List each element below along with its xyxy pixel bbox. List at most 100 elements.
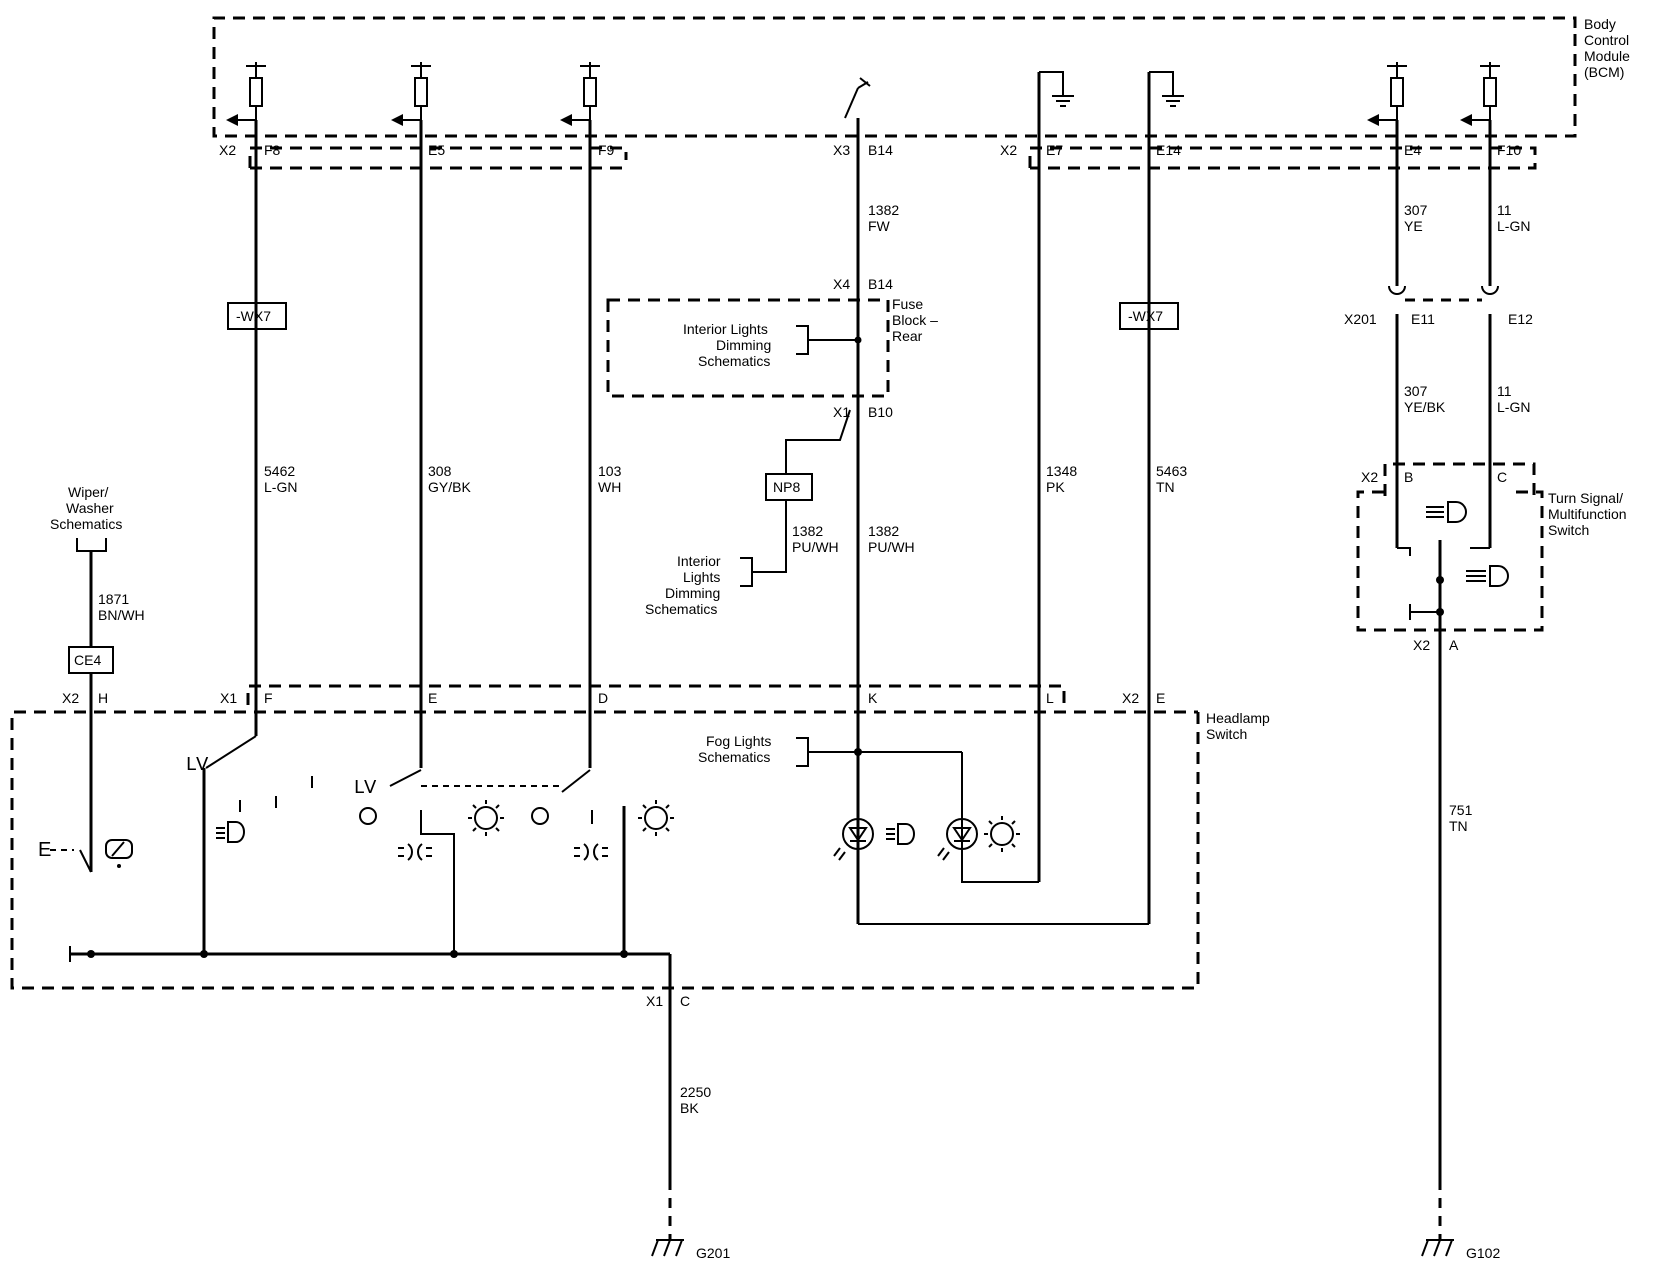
hl-pin: X2 bbox=[1122, 690, 1139, 706]
pin-label: E5 bbox=[428, 142, 445, 158]
fuse-block-label-2: Block – bbox=[892, 312, 938, 328]
wire-label: 11 bbox=[1497, 383, 1512, 399]
ref-wiper-2: Washer bbox=[66, 500, 114, 516]
option-np8: NP8 bbox=[773, 479, 800, 495]
fuse-block-label-1: Fuse bbox=[892, 296, 923, 312]
ground-label-g201: G201 bbox=[696, 1245, 730, 1261]
bcm-drivers bbox=[226, 62, 1500, 136]
bcm-module: Body Control Module (BCM) bbox=[212, 16, 1630, 170]
wire-label: WH bbox=[598, 479, 621, 495]
wire-label: L-GN bbox=[1497, 399, 1530, 415]
bcm-input-e14 bbox=[1147, 71, 1184, 136]
wiper-reference: Wiper/ Washer Schematics bbox=[50, 484, 122, 872]
option-wx7-right: -WX7 bbox=[1128, 308, 1163, 324]
ts-label-2: Multifunction bbox=[1548, 506, 1627, 522]
wires bbox=[254, 118, 1492, 924]
pin-label: E4 bbox=[1404, 142, 1421, 158]
wire-label: L-GN bbox=[1497, 218, 1530, 234]
led-indicator-2 bbox=[937, 818, 978, 861]
bcm-input-e7 bbox=[1037, 71, 1074, 136]
hl-pin: L bbox=[1046, 690, 1054, 706]
wire-label: PU/WH bbox=[868, 539, 915, 555]
wire-label: 307 bbox=[1404, 202, 1428, 218]
fuse-block-label-3: Rear bbox=[892, 328, 923, 344]
option-wx7-left: -WX7 bbox=[236, 308, 271, 324]
wire-label: 2250 bbox=[680, 1084, 711, 1100]
pin-label: F8 bbox=[264, 142, 281, 158]
wire-label: 1382 bbox=[792, 523, 823, 539]
ground-label-g102: G102 bbox=[1466, 1245, 1500, 1261]
pin-label: X2 bbox=[219, 142, 236, 158]
wire-label: L-GN bbox=[264, 479, 297, 495]
ref-fog-1: Fog Lights bbox=[706, 733, 771, 749]
ref-dimming-lower-4: Schematics bbox=[645, 601, 717, 617]
fuse-block-rear: Fuse Block – Rear X4 B14 X1 B10 Interior… bbox=[606, 276, 938, 420]
wire-label: GY/BK bbox=[428, 479, 471, 495]
wire-label: 307 bbox=[1404, 383, 1428, 399]
pin-label: X2 bbox=[1000, 142, 1017, 158]
hl-pin: X1 bbox=[646, 993, 663, 1009]
ground-g102: G102 bbox=[1421, 1180, 1500, 1261]
led-indicator-1 bbox=[833, 818, 874, 861]
headlamp-label-2: Switch bbox=[1206, 726, 1247, 742]
ts-label-1: Turn Signal/ bbox=[1548, 490, 1623, 506]
ts-pin: B bbox=[1404, 469, 1413, 485]
hl-pin: F bbox=[264, 690, 273, 706]
hl-pin: D bbox=[598, 690, 608, 706]
pin-label: E7 bbox=[1046, 142, 1063, 158]
ts-label-3: Switch bbox=[1548, 522, 1589, 538]
wire-label: YE/BK bbox=[1404, 399, 1446, 415]
wire-label: 5462 bbox=[264, 463, 295, 479]
wire-label: YE bbox=[1404, 218, 1423, 234]
bcm-pin-labels: X2 F8 E5 F9 X3 B14 X2 E7 E14 E4 F10 bbox=[219, 142, 1521, 158]
ts-pin: A bbox=[1449, 637, 1459, 653]
hl-pin: E bbox=[428, 690, 437, 706]
wire-label: 751 bbox=[1449, 802, 1473, 818]
wire-labels: 1382 FW 307 YE 11 L-GN 307 YE/BK 11 L-GN… bbox=[98, 202, 1530, 1116]
wire-label: 1871 bbox=[98, 591, 129, 607]
hl-pin: E bbox=[1156, 690, 1165, 706]
fuse-pin: B10 bbox=[868, 404, 893, 420]
wire-label: 1348 bbox=[1046, 463, 1077, 479]
ref-dimming-upper-2: Dimming bbox=[716, 337, 771, 353]
ts-pin: E12 bbox=[1508, 311, 1533, 327]
ref-wiper-1: Wiper/ bbox=[68, 484, 109, 500]
bcm-label-1: Body bbox=[1584, 16, 1616, 32]
bcm-label-2: Control bbox=[1584, 32, 1629, 48]
driver-f10 bbox=[1460, 62, 1500, 126]
ts-pin: C bbox=[1497, 469, 1507, 485]
ts-pin: X201 bbox=[1344, 311, 1377, 327]
parking-lamp-icon-2 bbox=[574, 843, 608, 861]
headlamp-switch: Headlamp Switch X2 H X1 F E D K L X2 E X… bbox=[10, 684, 1270, 1009]
ref-dimming-upper-1: Interior Lights bbox=[683, 321, 768, 337]
wire-label: BN/WH bbox=[98, 607, 145, 623]
wire-label: PU/WH bbox=[792, 539, 839, 555]
dash-light-icon bbox=[468, 800, 504, 836]
ts-pin: X2 bbox=[1361, 469, 1378, 485]
pin-label: E14 bbox=[1156, 142, 1181, 158]
driver-f9 bbox=[560, 62, 600, 126]
ref-dimming-lower-2: Lights bbox=[683, 569, 720, 585]
switch-symbol: ᒪᐯ bbox=[354, 777, 377, 797]
wiper-icon bbox=[105, 839, 133, 868]
fog-light-icon bbox=[984, 816, 1020, 852]
option-ce4: CE4 bbox=[74, 652, 101, 668]
wire-label: TN bbox=[1449, 818, 1468, 834]
ground-g201: G201 bbox=[651, 954, 730, 1261]
dash-light-icon-2 bbox=[638, 800, 674, 836]
driver-e4 bbox=[1367, 62, 1407, 126]
wire-label: 1382 bbox=[868, 202, 899, 218]
hl-pin: H bbox=[98, 690, 108, 706]
hl-pin: C bbox=[680, 993, 690, 1009]
high-beam-icon-1 bbox=[1426, 501, 1467, 523]
headlamp-icon-2 bbox=[886, 823, 915, 845]
bcm-label-3: Module bbox=[1584, 48, 1630, 64]
high-beam-icon-2 bbox=[1466, 565, 1509, 587]
option-boxes: -WX7 -WX7 NP8 CE4 bbox=[68, 302, 1179, 674]
wire-label: 308 bbox=[428, 463, 452, 479]
wire-label: 11 bbox=[1497, 202, 1512, 218]
ref-fog-2: Schematics bbox=[698, 749, 770, 765]
ts-pin: X2 bbox=[1413, 637, 1430, 653]
hl-pin: X1 bbox=[220, 690, 237, 706]
